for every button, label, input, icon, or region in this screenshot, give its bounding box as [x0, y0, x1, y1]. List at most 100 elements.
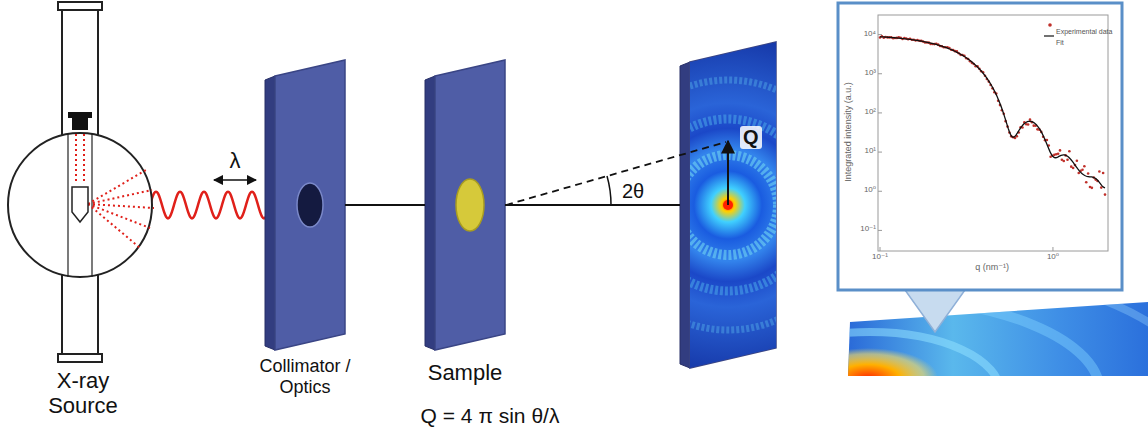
scattering-curve: [1062, 160, 1065, 163]
scattering-curve: [1104, 193, 1107, 196]
angle-arc: [607, 176, 611, 205]
axis-ticks: [878, 34, 882, 35]
legend-text: Fit: [1056, 39, 1064, 47]
axis-ticks: [880, 247, 881, 251]
q-vector: [727, 141, 729, 205]
xray-tube: [75, 134, 77, 184]
axis-ticks: [878, 230, 882, 231]
xray-tube: X-ray Source: [8, 2, 158, 362]
wavelength-symbol: λ: [230, 148, 241, 173]
label-holder: Q = 4 π sin θ/λ: [421, 404, 560, 428]
scattering-curve: [1029, 118, 1032, 121]
beam-line: [505, 204, 680, 206]
xray-tube: [91, 133, 92, 277]
xray-tube: [88, 204, 140, 248]
component-label: X-ray Source: [28, 368, 138, 419]
sample-plate: [456, 179, 484, 231]
x-ray-wave: [150, 192, 268, 219]
scattering-curve: [1066, 158, 1069, 161]
xray-tube: [83, 134, 85, 184]
xray-tube-outline: [8, 2, 158, 362]
axis-title: q (nm⁻¹): [975, 262, 1009, 272]
formula: Q = 4 π sin θ/λ: [421, 404, 560, 428]
plot-frame: [878, 15, 1108, 251]
sample-plate: [425, 76, 435, 350]
label-holder: 10⁰: [864, 185, 876, 194]
scattering-curve: [880, 37, 1105, 188]
inset-frame: [838, 3, 1122, 290]
axis-ticks: [878, 152, 882, 153]
axis-ticks: [878, 73, 882, 74]
detector-heatmap: [740, 332, 1000, 446]
xray-tube: [68, 112, 92, 118]
scattered-ray: [506, 142, 726, 205]
xray-tube: [58, 354, 102, 362]
label-holder: 2θ: [622, 180, 644, 203]
xray-tube: [88, 190, 152, 204]
xray-tube: [8, 2, 152, 362]
label-holder: λ: [230, 148, 241, 173]
xray-tube: [88, 204, 150, 228]
xray-tube: [72, 187, 88, 222]
scattering-curve: [1027, 123, 1030, 126]
collimator-plate: [297, 183, 323, 227]
tick-label: 10⁰: [1047, 252, 1059, 261]
beam-line: [345, 204, 425, 206]
axis-ticks: [878, 35, 1053, 251]
label-holder: 10¹: [864, 146, 876, 155]
sample-plate: Sample: [425, 60, 505, 350]
xray-tube: [72, 118, 88, 130]
label-holder: 10²: [864, 107, 876, 116]
label-holder: Q: [740, 126, 762, 149]
scattering-curve: [1083, 165, 1086, 168]
scattering-curve: [1057, 152, 1060, 155]
collimator-plate: [275, 60, 345, 350]
tick-label: 10³: [864, 68, 876, 77]
component-label: Q: [740, 126, 762, 149]
scattering-curve: [1076, 159, 1079, 162]
detector-plate: [690, 42, 776, 368]
tick-label: 10⁻¹: [872, 252, 888, 261]
xray-tube: [8, 133, 152, 277]
scattering-curve: [1081, 168, 1084, 171]
axis-ticks: [878, 191, 882, 192]
scattering-curve: [1087, 172, 1090, 175]
legend-samples: [1048, 23, 1052, 27]
label-holder: Integrated intensity (a.u.): [843, 82, 853, 182]
axis-title: Integrated intensity (a.u.): [843, 82, 853, 182]
label-holder: 10⁻¹: [860, 224, 876, 233]
label-holder: 10⁴: [864, 29, 876, 38]
callout-pointer: [905, 290, 965, 332]
label-holder: X-ray Source: [28, 368, 138, 419]
xray-tube: [58, 2, 102, 10]
collimator-plate: Collimator / Optics: [265, 60, 345, 350]
label-holder: Sample: [410, 360, 520, 385]
label-holder: Collimator / Optics: [240, 356, 370, 397]
scattering-curve: [1072, 167, 1075, 170]
scattering-curve: [1098, 170, 1101, 173]
detector-plate: [680, 62, 690, 368]
legend-samples: [1044, 23, 1054, 36]
angle-label: 2θ: [622, 180, 644, 203]
sample-plate: [435, 60, 505, 350]
tick-label: 10¹: [864, 146, 876, 155]
legend-entry: Experimental data: [1056, 20, 1112, 38]
xray-tube: [88, 170, 146, 204]
tick-label: 10⁴: [864, 29, 876, 38]
scattering-curve: [1059, 149, 1062, 152]
scattering-curve: [1091, 187, 1094, 190]
legend-samples: [1044, 35, 1054, 36]
scattering-curve: [1102, 172, 1105, 175]
xray-tube: [67, 133, 68, 277]
axis-ticks: [1052, 247, 1053, 251]
component-label: Sample: [410, 360, 520, 385]
collimator-plate-outline: [265, 60, 345, 350]
label-holder: 10⁻¹: [872, 252, 888, 261]
tick-label: 10⁻¹: [860, 224, 876, 233]
collimator-plate: [265, 76, 275, 350]
legend-text: Experimental data: [1056, 28, 1112, 36]
axis-ticks: [878, 112, 882, 113]
